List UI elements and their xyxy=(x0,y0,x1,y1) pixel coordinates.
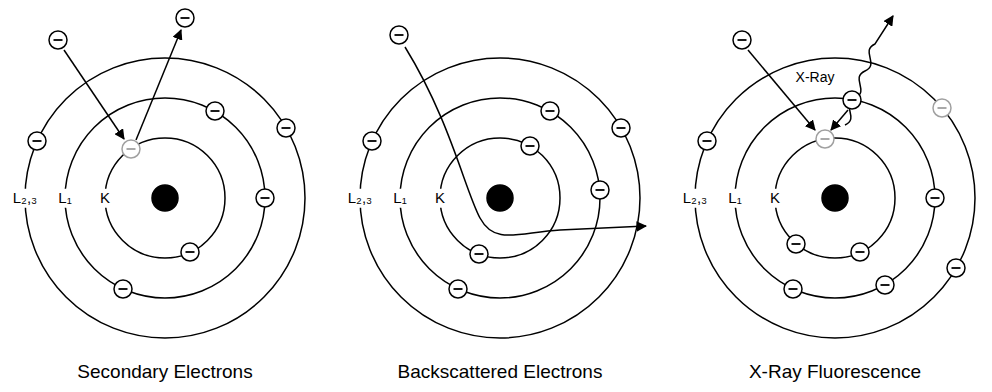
electron-path xyxy=(748,16,893,130)
xray-label: X-Ray xyxy=(794,69,837,86)
atom-backscattered xyxy=(360,58,640,338)
shell-label: L₂,₃ xyxy=(346,189,374,208)
electron-path xyxy=(64,30,181,140)
panel-caption: X-Ray Fluorescence xyxy=(749,362,921,383)
atom-secondary xyxy=(25,58,305,338)
shell-label: L₁ xyxy=(391,189,408,208)
shell-label: K xyxy=(768,189,782,208)
panel-caption: Backscattered Electrons xyxy=(398,362,603,383)
shell-label: K xyxy=(433,189,447,208)
electrons xyxy=(698,31,965,298)
electrons xyxy=(363,26,630,298)
panel-caption: Secondary Electrons xyxy=(77,362,252,383)
shell-label: L₂,₃ xyxy=(681,189,709,208)
electron-path xyxy=(405,47,646,235)
atom-fluorescence xyxy=(695,58,975,338)
shell-label: L₂,₃ xyxy=(11,189,39,208)
shell-label: L₁ xyxy=(726,189,743,208)
shell-label: L₁ xyxy=(56,189,73,208)
shell-label: K xyxy=(98,189,112,208)
electrons xyxy=(28,9,295,298)
